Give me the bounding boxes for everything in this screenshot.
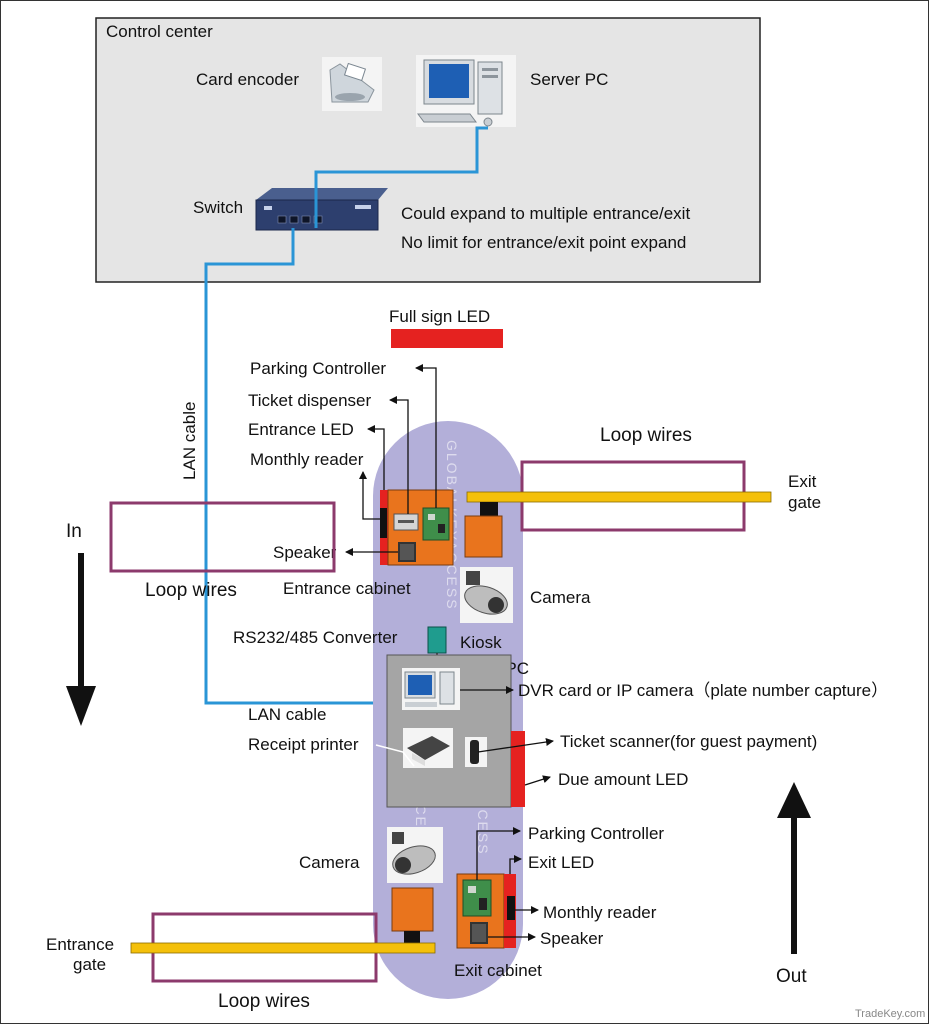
receipt-printer-label: Receipt printer — [248, 735, 359, 754]
exit-loop-wires-label: Loop wires — [600, 425, 692, 446]
monthly-reader-slot — [380, 508, 387, 538]
receipt-printer-pointer — [375, 744, 415, 767]
card-encoder-label: Card encoder — [196, 70, 299, 89]
switch-label: Switch — [193, 198, 243, 217]
entrance-gate-post — [404, 931, 420, 943]
exit-gate-post — [480, 502, 498, 518]
ticket-scanner-icon — [465, 737, 487, 767]
entrance-gate-barrier — [130, 942, 436, 954]
due-amount-led-arrow — [524, 775, 551, 786]
full-sign-led — [391, 329, 503, 348]
lan-cable-main — [204, 228, 460, 705]
lan-cable-bottom-label: LAN cable — [248, 705, 326, 724]
due-amount-led-label: Due amount LED — [558, 770, 688, 789]
camera-bottom-label: Camera — [299, 853, 360, 872]
exit-cabinet-label: Exit cabinet — [454, 961, 542, 980]
exit-speaker-icon — [470, 922, 488, 944]
in-arrow — [66, 553, 96, 726]
lan-cable-vertical-label: LAN cable — [180, 402, 199, 480]
switch-icon — [255, 188, 388, 231]
in-label: In — [66, 521, 82, 542]
expand-note-1: Could expand to multiple entrance/exit — [401, 204, 690, 223]
card-encoder-icon — [322, 57, 382, 111]
camera-top-label: Camera — [530, 588, 591, 607]
out-arrow — [777, 782, 811, 954]
exit-parking-controller-arrow — [476, 827, 521, 880]
exit-led-label: Exit LED — [528, 853, 594, 872]
parking-controller-arrow — [415, 364, 437, 508]
parking-controller-label: Parking Controller — [250, 359, 386, 378]
ticket-scanner-label: Ticket scanner(for guest payment) — [560, 732, 817, 751]
speaker-label: Speaker — [273, 543, 337, 562]
converter-label: RS232/485 Converter — [233, 628, 398, 647]
entrance-loop-wires-label: Loop wires — [145, 580, 237, 601]
kiosk-label: Kiosk — [460, 633, 502, 652]
exit-gate-label-2: gate — [788, 493, 821, 512]
exit-gate-cabinet — [464, 515, 503, 558]
server-pc-icon — [416, 55, 516, 127]
dvr-card-label: DVR card or IP camera（plate number captu… — [518, 681, 888, 700]
local-pc-icon — [402, 668, 460, 710]
exit-parking-controller-label: Parking Controller — [528, 824, 664, 843]
exit-gate-label-1: Exit — [788, 472, 817, 491]
lan-cable-server — [314, 126, 488, 228]
server-pc-label: Server PC — [530, 70, 608, 89]
exit-controller-board-icon — [462, 879, 492, 917]
monthly-reader-arrow — [359, 471, 380, 520]
ticket-dispenser-arrow — [389, 396, 409, 514]
exit-led-arrow — [509, 855, 522, 874]
entrance-cabinet-label: Entrance cabinet — [283, 579, 411, 598]
control-center-title: Control center — [106, 22, 213, 41]
exit-monthly-reader-slot — [507, 896, 515, 920]
camera-icon-bottom — [387, 827, 443, 883]
entrance-led-label: Entrance LED — [248, 420, 354, 439]
entrance-gate-label-1: Entrance — [46, 935, 114, 954]
exit-speaker-label: Speaker — [540, 929, 604, 948]
controller-board-icon — [422, 507, 450, 541]
full-sign-led-label: Full sign LED — [389, 307, 490, 326]
ticket-scanner-arrow — [477, 738, 554, 753]
camera-icon-top — [460, 567, 513, 623]
speaker-icon — [398, 542, 416, 562]
out-label: Out — [776, 966, 807, 987]
bottom-loop-wires-label: Loop wires — [218, 991, 310, 1012]
due-amount-led — [511, 731, 525, 807]
ticket-dispenser-icon — [393, 513, 419, 531]
ticket-dispenser-label: Ticket dispenser — [248, 391, 371, 410]
entrance-loop-wires — [109, 501, 336, 573]
entrance-gate-label-2: gate — [73, 955, 106, 974]
exit-gate-barrier — [466, 491, 772, 503]
monthly-reader-label: Monthly reader — [250, 450, 364, 469]
receipt-printer-icon — [403, 728, 453, 768]
exit-monthly-reader-label: Monthly reader — [543, 903, 657, 922]
expand-note-2: No limit for entrance/exit point expand — [401, 233, 686, 252]
entrance-led-arrow — [367, 425, 385, 490]
tradekey-credit: TradeKey.com — [855, 1008, 925, 1020]
entrance-gate-cabinet — [391, 887, 434, 932]
